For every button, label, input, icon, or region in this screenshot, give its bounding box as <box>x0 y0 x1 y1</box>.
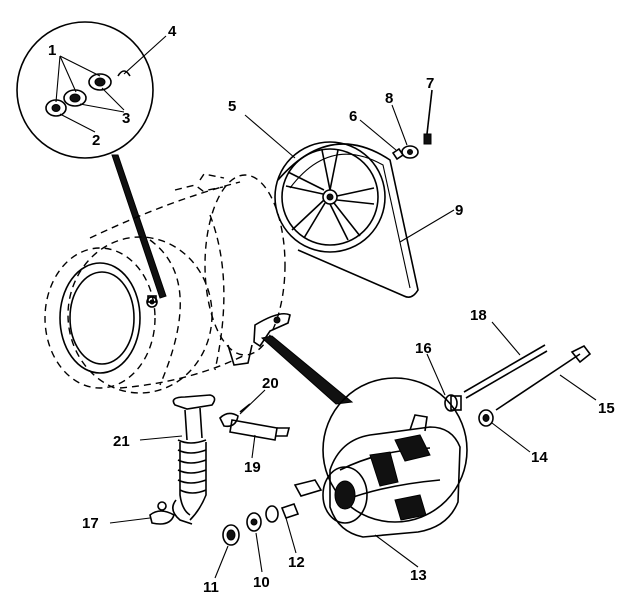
hose-clamp-part-17 <box>149 501 175 525</box>
callout-5: 5 <box>228 98 236 115</box>
leader-3b <box>79 103 125 113</box>
washer-part-14 <box>478 409 494 427</box>
leader-lines <box>109 104 597 579</box>
bolt-part-7 <box>423 89 433 145</box>
pulley-hardware <box>391 89 433 161</box>
nut-part-11 <box>222 524 240 546</box>
callout-18: 18 <box>470 307 487 324</box>
detail-circle-fasteners <box>16 21 167 159</box>
washer-part-1b <box>63 89 87 107</box>
motor-mount-parts <box>444 344 592 427</box>
callout-14: 14 <box>531 449 548 466</box>
pointer-upper-circle <box>111 154 167 299</box>
callout-8: 8 <box>385 90 393 107</box>
detail-circle-motor <box>322 377 468 523</box>
spring-part-15 <box>495 344 592 411</box>
rod-part-18 <box>463 344 548 399</box>
callout-7: 7 <box>426 75 434 92</box>
callout-21: 21 <box>113 433 130 450</box>
clip-part-4 <box>117 70 131 77</box>
leader-1a <box>59 55 101 77</box>
washer-part-10 <box>246 512 262 532</box>
callout-10: 10 <box>253 574 270 591</box>
drain-hose-part-21 <box>172 394 216 525</box>
callout-19: 19 <box>244 459 261 476</box>
plug-part-19 <box>229 419 291 441</box>
leader-4 <box>123 35 167 75</box>
callout-11: 11 <box>203 579 219 596</box>
washer-part-8 <box>401 145 419 159</box>
callout-13: 13 <box>410 567 427 584</box>
callout-15: 15 <box>598 400 615 417</box>
pointer-lower-circle <box>260 335 354 405</box>
tub-assembly <box>44 173 291 394</box>
callout-20: 20 <box>262 375 279 392</box>
leader-2 <box>59 113 96 133</box>
bolt-part-12 <box>280 503 300 519</box>
callout-17: 17 <box>82 515 99 532</box>
callout-9: 9 <box>455 202 463 219</box>
leader-1c <box>55 55 61 103</box>
motor-part-13 <box>293 414 461 538</box>
callout-4: 4 <box>168 23 177 40</box>
leader-3a <box>101 87 125 111</box>
drive-belt-part-9 <box>277 143 419 298</box>
nut-part-2 <box>45 99 67 117</box>
grommet-part-16 <box>444 394 462 412</box>
callout-3: 3 <box>122 110 130 127</box>
callout-2: 2 <box>92 132 100 149</box>
callout-16: 16 <box>415 340 432 357</box>
callout-labels: 1 2 3 4 5 6 7 8 9 10 11 12 13 14 15 16 1… <box>48 23 615 596</box>
callout-12: 12 <box>288 554 305 571</box>
washer-part-12a <box>265 505 279 523</box>
callout-6: 6 <box>349 108 357 125</box>
callout-1: 1 <box>48 42 56 59</box>
drive-pulley-part-5 <box>274 141 386 253</box>
leader-1b <box>59 55 77 93</box>
nut-part-1a <box>88 73 112 91</box>
